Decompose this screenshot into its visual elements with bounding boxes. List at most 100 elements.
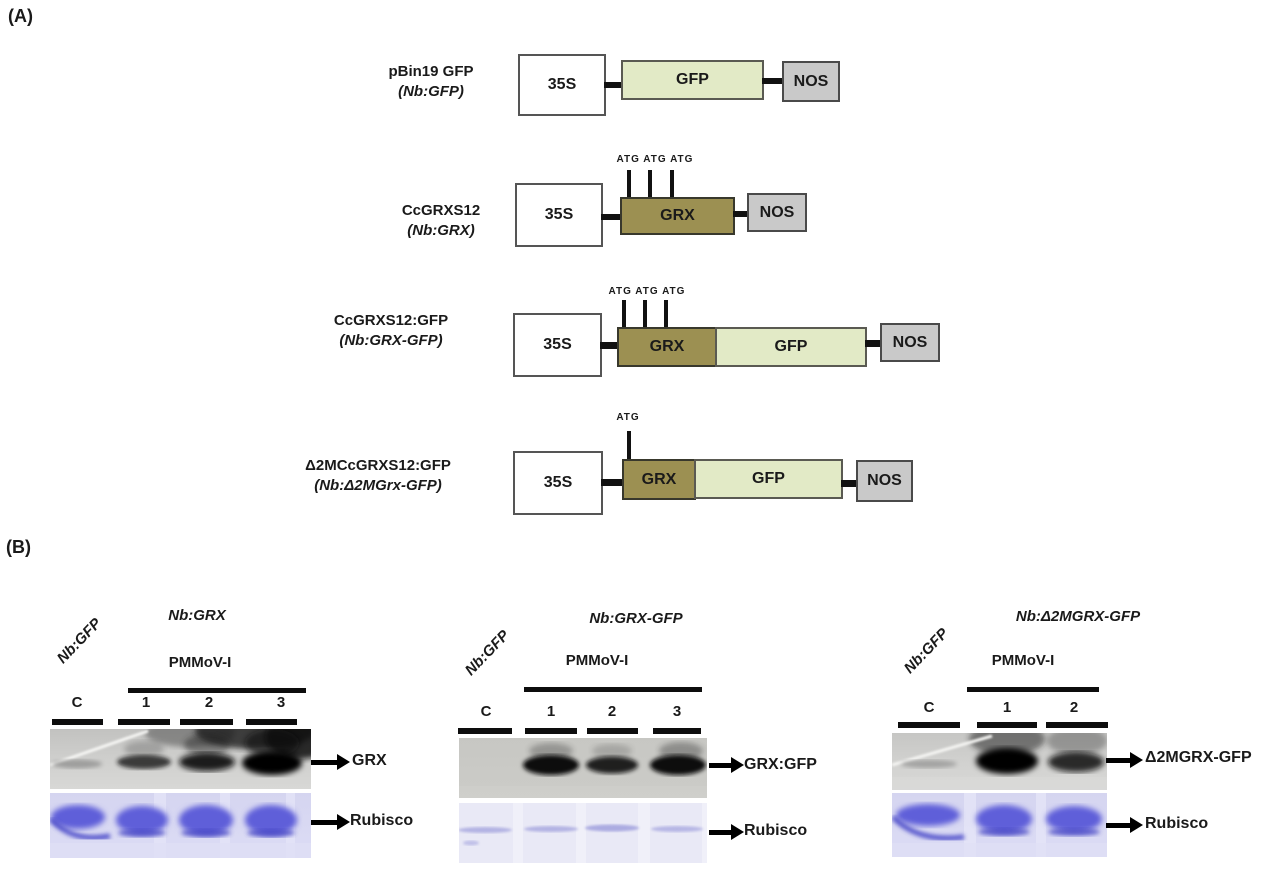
rubisco-minor-spot xyxy=(463,840,479,846)
connector-line xyxy=(733,211,749,217)
membrane-bottom xyxy=(892,777,1107,790)
protein-band-arrow xyxy=(709,757,744,773)
construct-name: CcGRXS12:GFP xyxy=(333,312,449,329)
inoculum-label: PMMoV-I xyxy=(168,654,232,671)
lane-label-c: C xyxy=(480,703,492,720)
connector-line xyxy=(601,479,624,486)
lane-label-3: 3 xyxy=(672,703,682,720)
connector-line xyxy=(604,82,623,88)
lane-label-3: 3 xyxy=(276,694,286,711)
lane-label-c: C xyxy=(923,699,935,716)
panel-a-label: (A) xyxy=(8,6,33,26)
lane-bar xyxy=(898,722,960,728)
rubisco-streak xyxy=(181,829,231,837)
panel-b-label: (B) xyxy=(6,537,31,557)
rubisco-band-lane-2 xyxy=(179,805,233,835)
lane-label-2: 2 xyxy=(1069,699,1079,716)
band-lane-3 xyxy=(650,755,706,775)
smear xyxy=(592,744,632,758)
rubisco-band-lane-1 xyxy=(116,806,168,834)
rubisco-arrow xyxy=(709,824,744,840)
lane-strip xyxy=(586,803,638,863)
construct-label: Δ2MCcGRXS12:GFP (Nb:Δ2MGrx-GFP) xyxy=(303,456,453,496)
terminator-text: NOS xyxy=(892,333,928,351)
promoter-box-35s: 35S xyxy=(518,54,606,116)
lane-bar xyxy=(525,728,577,734)
band-lane-1 xyxy=(523,755,579,775)
blot-construct-title: Nb:Δ2MGRX-GFP xyxy=(1015,608,1141,625)
rubisco-arrow xyxy=(311,814,350,830)
protein-band-label: GRX:GFP xyxy=(744,756,817,773)
band-lane-2 xyxy=(1048,752,1104,772)
rubisco-label: Rubisco xyxy=(350,812,414,829)
atg-tick xyxy=(627,431,631,459)
inoculum-overline xyxy=(128,688,306,693)
western-blot-membrane xyxy=(892,733,1107,790)
rubisco-gel xyxy=(892,793,1107,857)
terminator-box-nos: NOS xyxy=(856,460,913,502)
terminator-text: NOS xyxy=(867,472,902,489)
rubisco-curve xyxy=(50,817,111,841)
rubisco-gel xyxy=(50,793,311,858)
construct-name: Δ2MCcGRXS12:GFP xyxy=(305,457,451,474)
membrane-bottom xyxy=(459,786,707,798)
protein-band-label: Δ2MGRX-GFP xyxy=(1145,749,1252,766)
band-lane-1 xyxy=(117,755,171,769)
connector-line xyxy=(865,340,882,347)
gel-bottom xyxy=(892,843,1107,857)
gene-text: GFP xyxy=(752,470,785,487)
western-blot-membrane xyxy=(50,729,311,789)
construct-label: CcGRXS12:GFP (Nb:GRX-GFP) xyxy=(316,311,466,351)
connector-line xyxy=(601,214,622,220)
gene-text: GRX xyxy=(641,470,677,488)
rubisco-band-lane-c xyxy=(459,827,512,833)
gene-box-gfp: GFP xyxy=(694,459,843,499)
construct-name: pBin19 GFP xyxy=(388,63,474,80)
construct-alias: (Nb:GRX-GFP) xyxy=(339,332,443,349)
promoter-box-35s: 35S xyxy=(513,313,602,377)
lane-label-1: 1 xyxy=(546,703,556,720)
connector-line xyxy=(762,78,784,84)
construct-alias: (Nb:GFP) xyxy=(398,83,464,100)
promoter-text: 35S xyxy=(543,474,573,491)
inoculum-label: PMMoV-I xyxy=(565,652,629,669)
smear xyxy=(184,734,230,756)
lane-label-2: 2 xyxy=(607,703,617,720)
gene-box-grx: GRX xyxy=(622,459,696,500)
lane-label-c: C xyxy=(71,694,83,711)
atg-tick xyxy=(670,170,674,197)
lane-bar xyxy=(118,719,170,725)
gene-box-grx: GRX xyxy=(620,197,735,235)
rubisco-label: Rubisco xyxy=(744,822,808,839)
band-lane-3 xyxy=(242,751,302,775)
blot-construct-title: Nb:GRX xyxy=(168,607,226,624)
rubisco-band-lane-c xyxy=(51,805,105,829)
atg-labels: ATG xyxy=(616,412,640,423)
atg-tick xyxy=(664,300,668,327)
terminator-box-nos: NOS xyxy=(747,193,807,232)
lane-label-1: 1 xyxy=(141,694,151,711)
lane-strip xyxy=(650,803,702,863)
rubisco-band-lane-3 xyxy=(245,805,297,835)
construct-alias: (Nb:GRX) xyxy=(407,222,475,239)
inoculum-overline xyxy=(967,687,1099,692)
terminator-text: NOS xyxy=(759,203,795,221)
inoculum-label: PMMoV-I xyxy=(991,652,1055,669)
smear xyxy=(245,729,299,757)
rubisco-streak xyxy=(978,828,1030,836)
lane-label-1: 1 xyxy=(1002,699,1012,716)
promoter-text: 35S xyxy=(543,336,572,353)
rubisco-gel xyxy=(459,803,707,863)
control-lane-label: Nb:GFP xyxy=(461,627,513,679)
lane-bar xyxy=(180,719,233,725)
inoculum-overline xyxy=(524,687,702,692)
band-lane-c xyxy=(901,760,957,768)
rubisco-band-lane-c xyxy=(896,804,960,826)
rubisco-streak xyxy=(1048,828,1100,836)
connector-line xyxy=(600,342,619,349)
terminator-text: NOS xyxy=(793,72,829,90)
rubisco-band-lane-1 xyxy=(976,805,1032,833)
protein-band-arrow xyxy=(311,754,350,770)
gene-text: GFP xyxy=(774,338,808,355)
